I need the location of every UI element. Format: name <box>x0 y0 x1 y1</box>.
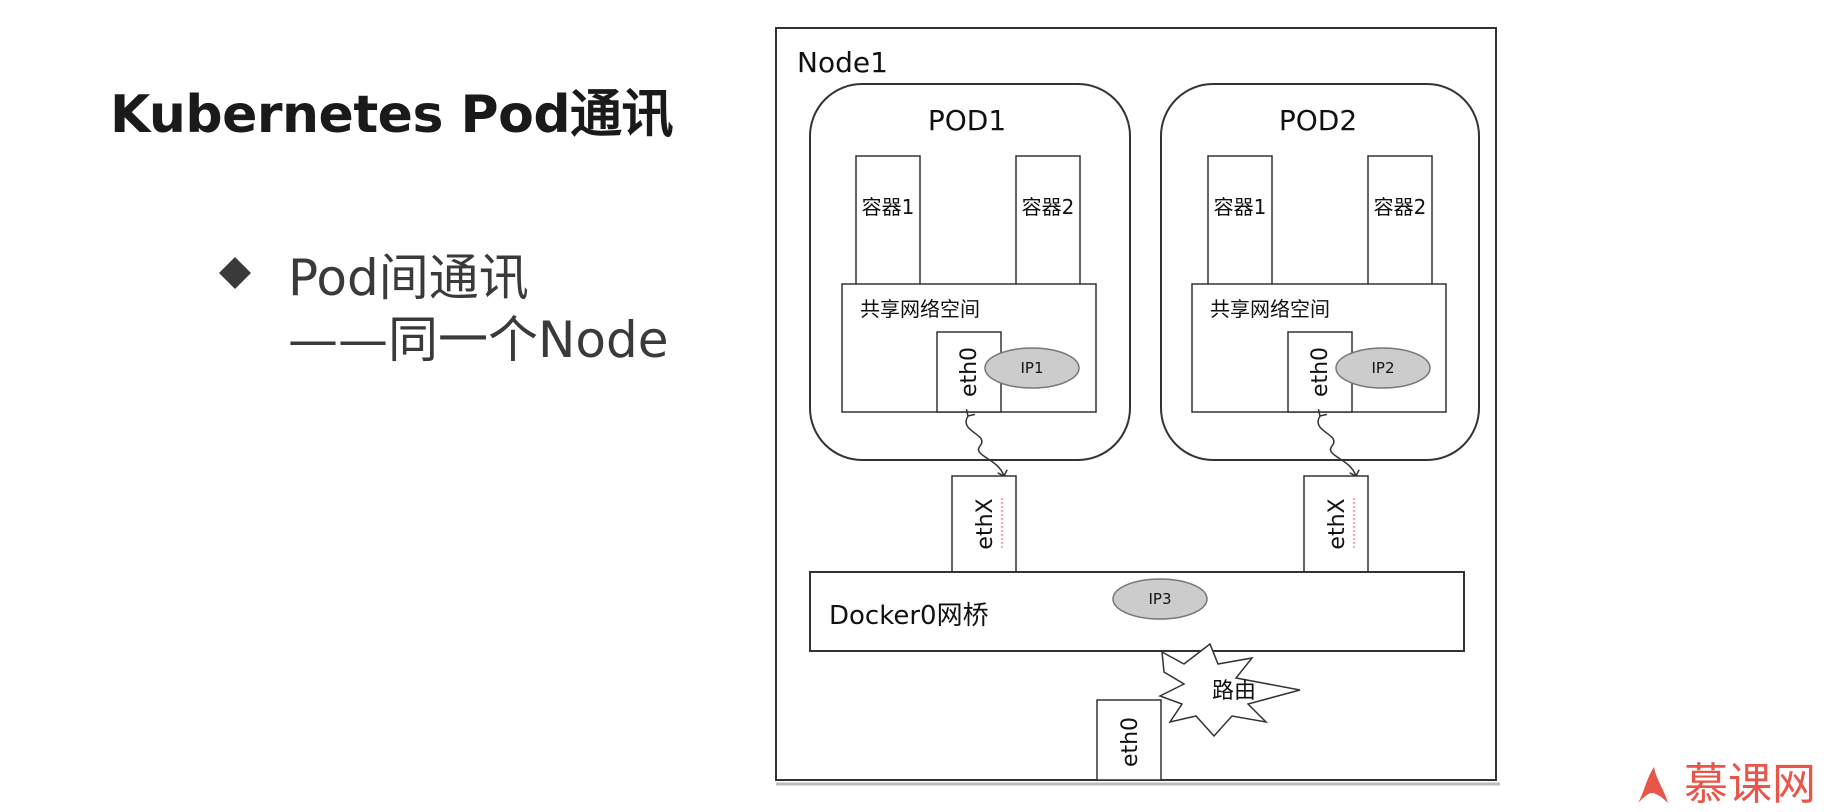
ip-ellipse <box>1335 347 1431 389</box>
bullet-subtext: ——同一个Node <box>288 311 669 369</box>
eth0-label: eth0 <box>1308 347 1333 397</box>
pod-label: POD2 <box>1279 104 1357 137</box>
slide-title: Kubernetes Pod通讯 <box>110 85 674 145</box>
bridge-label: Docker0网桥 <box>829 601 989 631</box>
ip-label: IP2 <box>1371 359 1394 377</box>
container-box <box>1367 155 1433 287</box>
container-label: 容器2 <box>1022 195 1075 219</box>
ip-ellipse <box>1112 578 1208 620</box>
veth-label: ethX <box>1325 498 1350 549</box>
pod-2: POD2 容器1 容器2 共享网络空间 eth0 IP2 <box>1160 83 1480 461</box>
shared-ns-label: 共享网络空间 <box>1210 297 1330 321</box>
host-eth0-box <box>1096 699 1162 781</box>
route-burst <box>1158 642 1301 738</box>
container-label: 容器2 <box>1374 195 1427 219</box>
logo-text: 慕课网 <box>1684 759 1816 810</box>
flame-logo-icon <box>1638 767 1668 803</box>
veth-box <box>1303 475 1369 573</box>
host-eth0-label: eth0 <box>1118 717 1143 767</box>
container-label: 容器1 <box>862 195 915 219</box>
link-arrow <box>965 408 1008 478</box>
veth-box <box>951 475 1017 573</box>
pod-1: POD1 容器1 容器2 共享网络空间 eth0 IP1 <box>809 83 1131 461</box>
ip-ellipse <box>984 347 1080 389</box>
container-box <box>1015 155 1081 287</box>
container-box <box>855 155 921 287</box>
veth-label: ethX <box>973 498 998 549</box>
bullet-text: Pod间通讯 <box>288 249 529 307</box>
container-box <box>1207 155 1273 287</box>
node-label: Node1 <box>797 46 888 79</box>
pod-network-diagram: Node1 POD1 容器1 容器2 共享网络空间 eth0 IP1 POD2 … <box>775 27 1500 786</box>
ip-label: IP1 <box>1020 359 1043 377</box>
shared-ns-label: 共享网络空间 <box>860 297 980 321</box>
container-label: 容器1 <box>1214 195 1267 219</box>
ip-label: IP3 <box>1148 590 1171 608</box>
pod-label: POD1 <box>928 104 1006 137</box>
diamond-bullet-icon <box>219 257 251 289</box>
route-label: 路由 <box>1212 679 1256 704</box>
link-arrow <box>1317 408 1360 478</box>
eth0-label: eth0 <box>957 347 982 397</box>
eth0-box <box>1287 331 1353 413</box>
brand-logo: 慕课网 <box>1636 748 1816 812</box>
